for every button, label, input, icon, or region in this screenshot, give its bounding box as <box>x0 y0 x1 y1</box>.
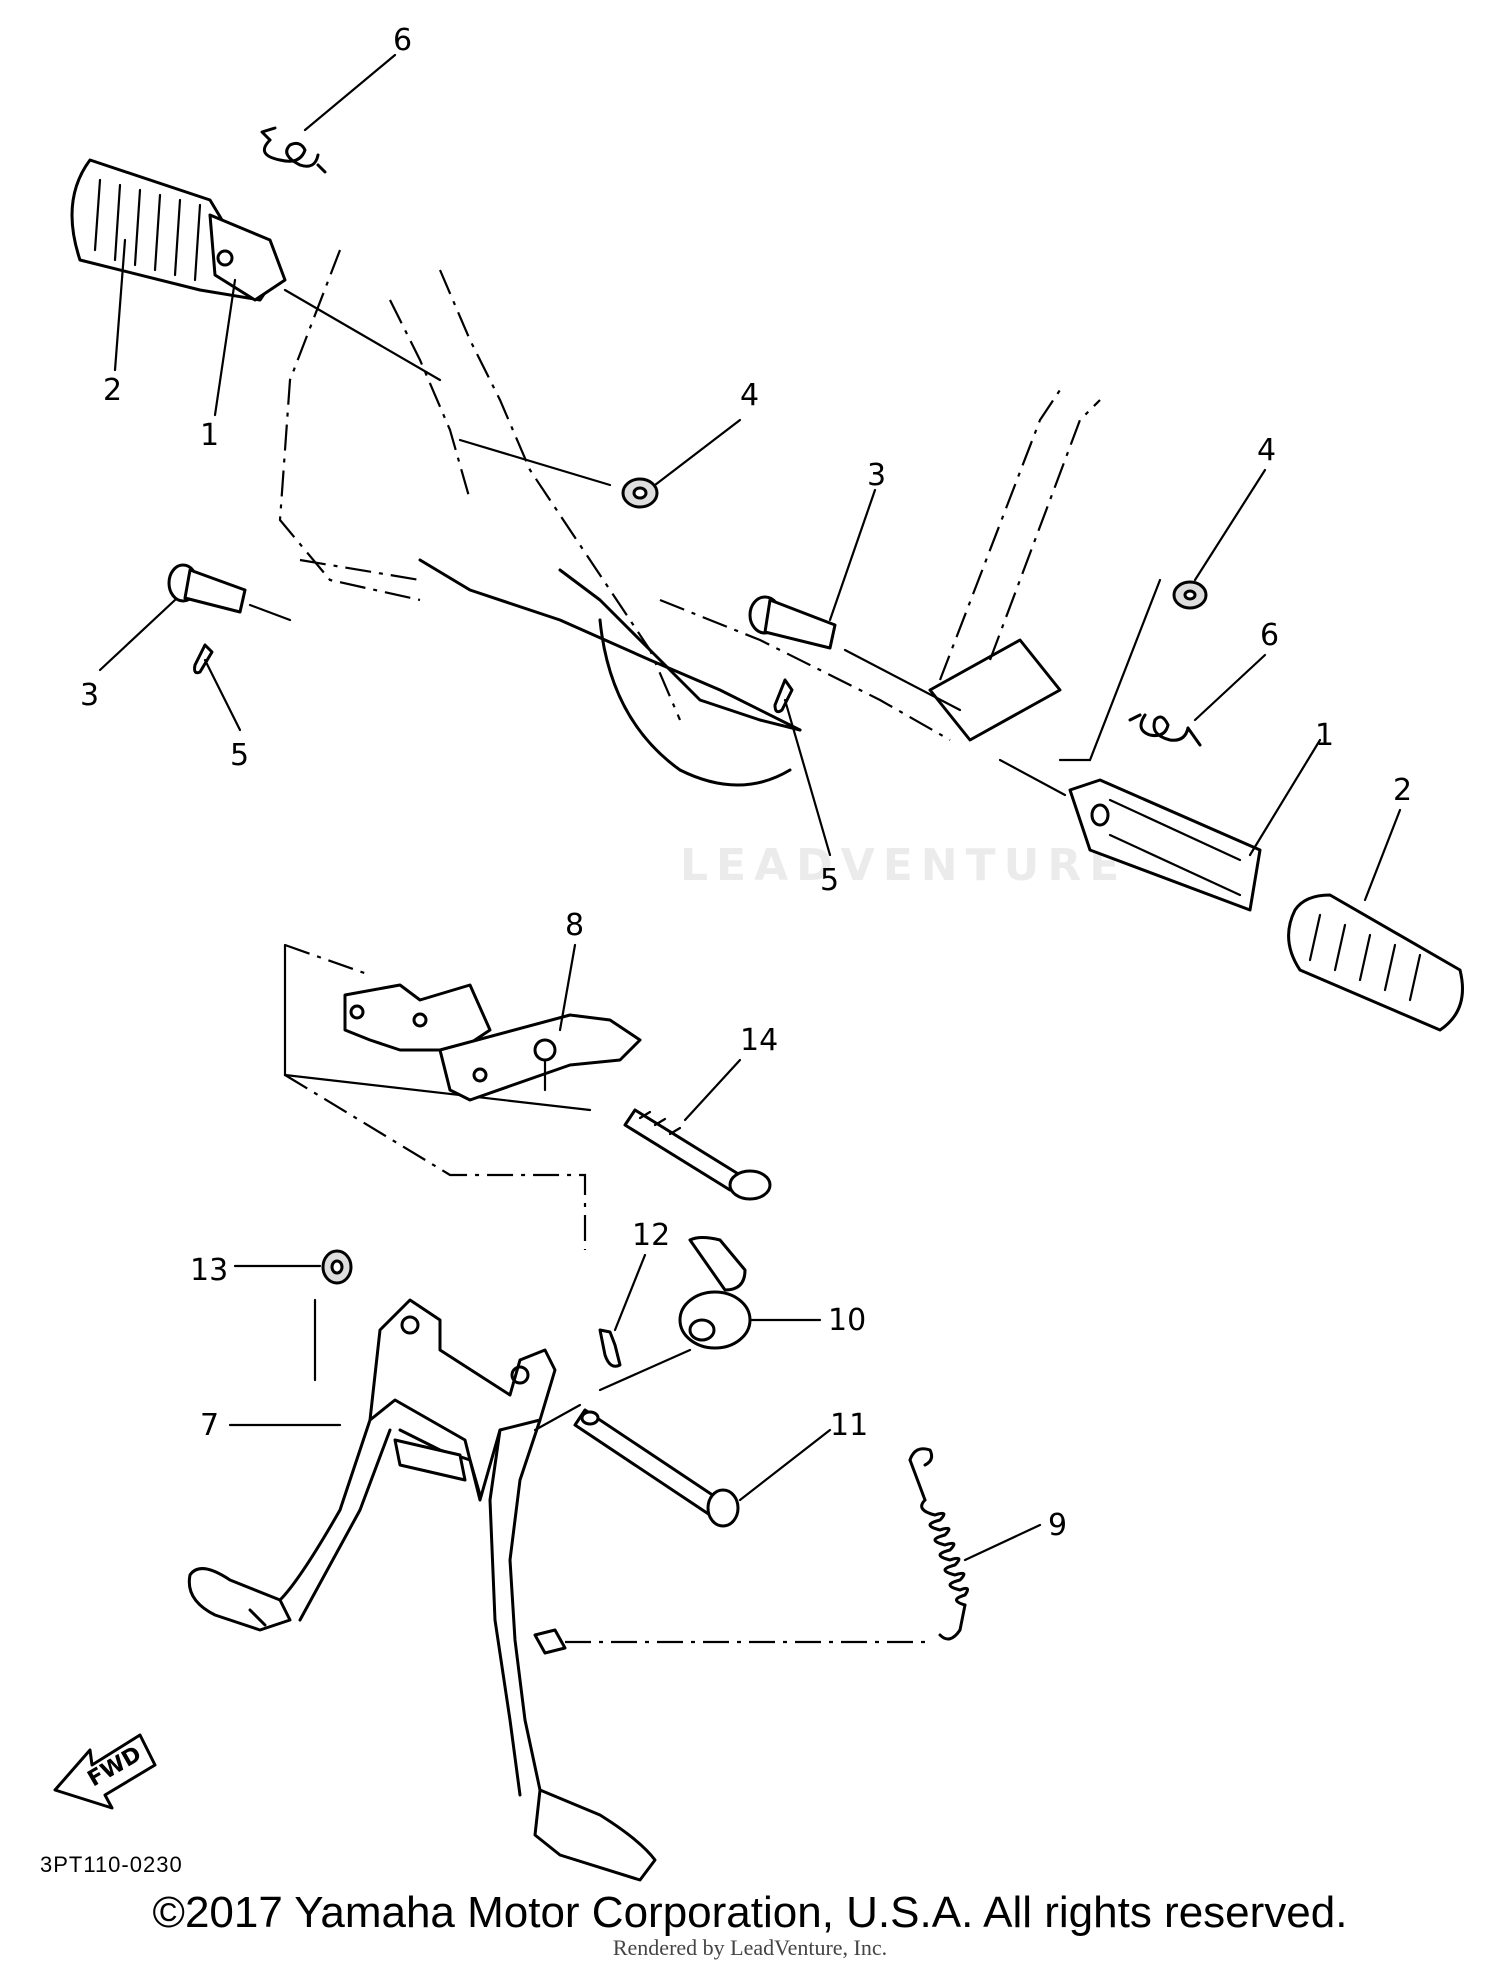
callout-4-left: 4 <box>740 378 759 413</box>
frame-outline <box>278 249 1101 787</box>
right-pin-parts <box>748 578 1208 762</box>
callout-5-left: 5 <box>230 738 249 773</box>
callout-12: 12 <box>632 1218 670 1253</box>
cotter-pin-right <box>773 678 794 714</box>
callout-numbers: 6 2 1 4 3 5 3 4 6 5 1 2 8 14 13 12 10 11… <box>80 23 1412 1543</box>
callout-13: 13 <box>190 1253 228 1288</box>
callout-2-left: 2 <box>103 373 122 408</box>
reference-code: 3PT110-0230 <box>40 1852 183 1877</box>
spring-6-top <box>260 126 327 174</box>
leader-lines <box>98 53 1402 1562</box>
left-pin-parts <box>167 438 659 675</box>
footrest-bracket-left <box>208 213 287 302</box>
callout-11: 11 <box>830 1408 868 1443</box>
callout-6-right: 6 <box>1260 618 1279 653</box>
callout-14: 14 <box>740 1023 778 1058</box>
spring-6-right <box>1139 713 1202 747</box>
callout-6-top: 6 <box>393 23 412 58</box>
clip-12 <box>598 1328 622 1368</box>
spring-9 <box>533 1447 970 1655</box>
callout-3-right: 3 <box>867 458 886 493</box>
callout-2-right: 2 <box>1393 773 1412 808</box>
callout-8: 8 <box>565 908 584 943</box>
callout-1-left: 1 <box>200 418 219 453</box>
cotter-pin-left <box>193 643 214 675</box>
main-stand-7 <box>187 1298 657 1882</box>
stand-bracket-8 <box>283 943 642 1250</box>
callout-10: 10 <box>828 1303 866 1338</box>
collar-10 <box>688 1236 747 1292</box>
stand-foot-right <box>533 1788 657 1882</box>
copyright-notice: ©2017 Yamaha Motor Corporation, U.S.A. A… <box>152 1888 1348 1937</box>
stand-foot-left <box>187 1567 292 1632</box>
callout-1-right: 1 <box>1315 718 1334 753</box>
footrest-rubber-right <box>1287 893 1464 1032</box>
stand-pin-parts <box>533 1236 752 1528</box>
callout-3-left: 3 <box>80 678 99 713</box>
forward-arrow: FWD <box>53 1733 157 1810</box>
left-footrest-assembly <box>70 158 442 382</box>
bolt-14 <box>623 1108 772 1201</box>
callout-5-right: 5 <box>820 863 839 898</box>
footrest-bracket-right <box>1068 778 1262 912</box>
right-footrest-assembly <box>998 758 1464 1032</box>
rendered-by-note: Rendered by LeadVenture, Inc. <box>612 1935 888 1960</box>
pin-11 <box>573 1408 722 1517</box>
callout-4-right: 4 <box>1257 433 1276 468</box>
callout-7: 7 <box>200 1408 219 1443</box>
callout-9: 9 <box>1048 1508 1067 1543</box>
stand-slot <box>393 1438 467 1482</box>
